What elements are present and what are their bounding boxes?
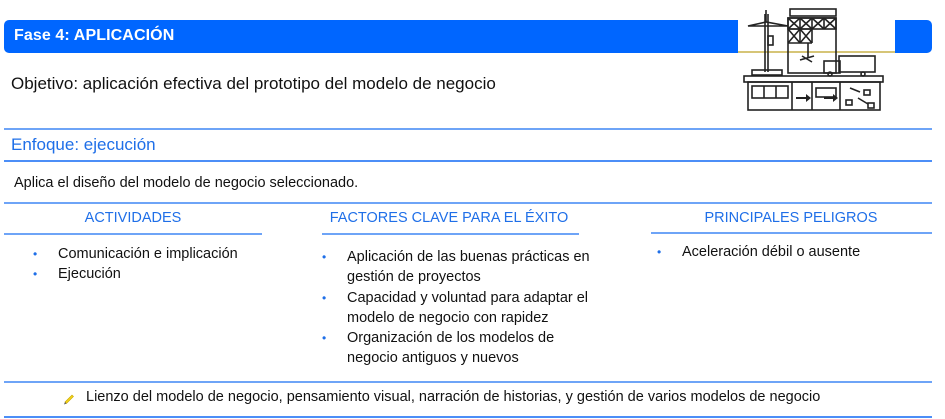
divider	[4, 202, 932, 204]
phase-title: Fase 4: APLICACIÓN	[14, 27, 175, 44]
focus-description: Aplica el diseño del modelo de negocio s…	[14, 175, 359, 191]
divider	[4, 416, 932, 418]
success-factors-list: •Aplicación de las buenas prácticas en g…	[322, 247, 592, 369]
column-header-underline	[322, 233, 579, 235]
bullet-icon: •	[322, 331, 327, 346]
factory-icon	[738, 8, 895, 111]
column-header-dangers: PRINCIPALES PELIGROS	[704, 210, 878, 226]
bullet-icon: •	[33, 247, 38, 261]
dangers-list: •Aceleración débil o ausente	[657, 242, 927, 262]
divider	[4, 128, 932, 130]
bullet-icon: •	[657, 245, 662, 259]
business-factory-illustration	[738, 0, 895, 112]
column-header-underline	[4, 233, 262, 235]
bullet-icon: •	[33, 267, 38, 282]
column-header-success-factors: FACTORES CLAVE PARA EL ÉXITO	[329, 210, 569, 226]
tools-text: Lienzo del modelo de negocio, pensamient…	[86, 389, 821, 405]
bullet-icon: •	[322, 250, 327, 264]
divider	[4, 381, 932, 383]
pencil-icon	[62, 391, 76, 405]
activities-list: •Comunicación e implicación •Ejecución	[33, 244, 293, 285]
list-item: •Organización de los modelos de negocio …	[322, 330, 555, 367]
column-header-activities: ACTIVIDADES	[84, 210, 182, 226]
list-item: •Ejecución	[33, 264, 293, 284]
bullet-icon: •	[322, 290, 327, 305]
list-item: •Capacidad y voluntad para adaptar el mo…	[322, 289, 589, 326]
list-item: •Aplicación de las buenas prácticas en g…	[322, 249, 590, 286]
list-item: •Comunicación e implicación	[33, 244, 293, 264]
divider	[4, 160, 932, 162]
column-header-underline	[651, 232, 932, 234]
focus-title: Enfoque: ejecución	[11, 135, 156, 154]
objective-text: Objetivo: aplicación efectiva del protot…	[11, 74, 496, 93]
list-item: •Aceleración débil o ausente	[657, 242, 927, 262]
